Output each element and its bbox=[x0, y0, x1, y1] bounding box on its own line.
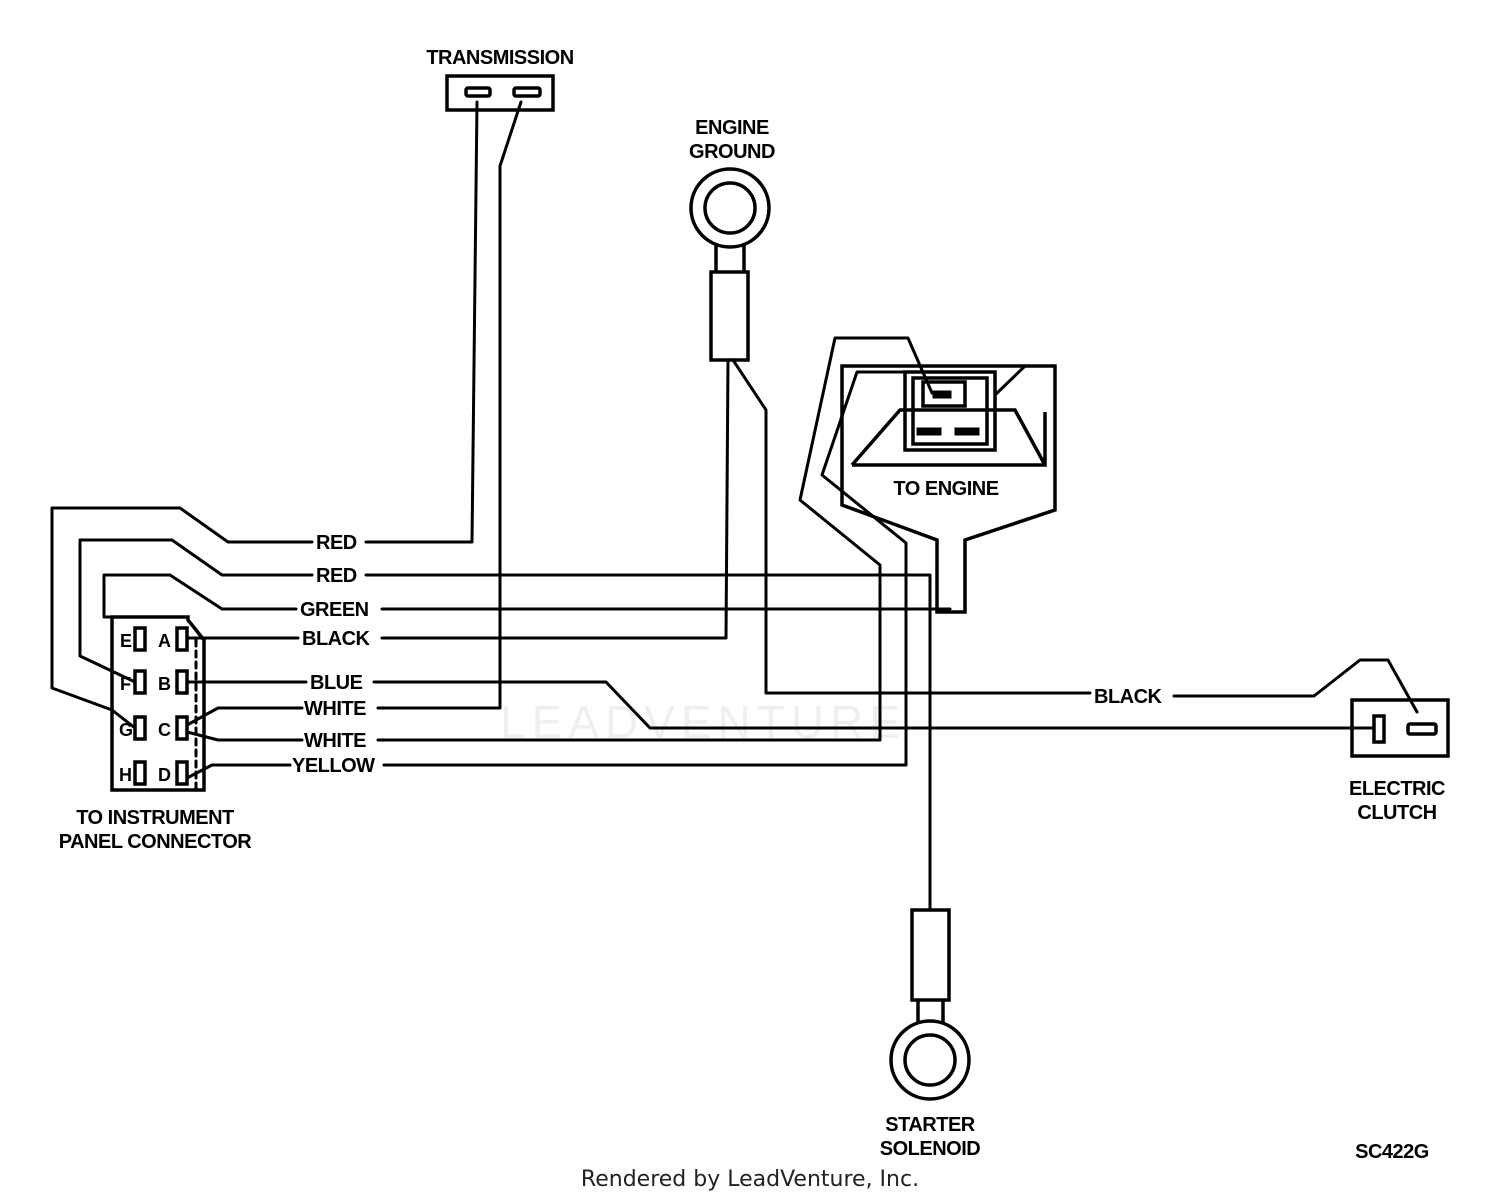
engine-ground-label-line1: ENGINE bbox=[695, 117, 769, 139]
wire-labels: RED RED GREEN BLACK BLUE WHITE WHITE YEL… bbox=[292, 532, 1163, 777]
part-number: SC422G bbox=[1355, 1141, 1429, 1163]
starter-solenoid-label-line1: STARTER bbox=[885, 1114, 976, 1136]
engine-connector-lead bbox=[993, 364, 1027, 397]
pin-label-c: C bbox=[158, 720, 171, 740]
wire-yellow bbox=[185, 370, 909, 780]
component-labels: TRANSMISSION ENGINE GROUND TO ENGINE ELE… bbox=[59, 47, 1446, 1160]
wire-white-2 bbox=[185, 336, 934, 742]
wire-red-2 bbox=[78, 538, 932, 912]
electric-clutch-label-line2: CLUTCH bbox=[1357, 802, 1436, 824]
wire-label-yellow: YELLOW bbox=[292, 755, 375, 777]
wire-white-1 bbox=[185, 100, 523, 727]
pin-label-h: H bbox=[119, 765, 132, 785]
wire-label-red-1: RED bbox=[316, 532, 357, 554]
wire-label-white-2: WHITE bbox=[304, 730, 366, 752]
transmission-connector bbox=[445, 74, 555, 112]
transmission-label: TRANSMISSION bbox=[426, 47, 573, 69]
wire-green bbox=[102, 573, 952, 619]
wire-black-1 bbox=[185, 358, 730, 640]
connector-pin-labels: E F G H A B C D bbox=[119, 631, 171, 785]
wire-label-green: GREEN bbox=[300, 599, 369, 621]
wire-label-black-2: BLACK bbox=[1094, 686, 1163, 708]
pin-label-f: F bbox=[120, 674, 131, 694]
pin-label-b: B bbox=[158, 674, 171, 694]
wire-label-blue: BLUE bbox=[310, 672, 363, 694]
wire-label-black-1: BLACK bbox=[302, 628, 371, 650]
wire-label-red-2: RED bbox=[316, 565, 357, 587]
engine-ground-label-line2: GROUND bbox=[689, 141, 775, 163]
engine-ground-terminal bbox=[689, 167, 771, 362]
wire-red-1 bbox=[50, 100, 479, 730]
pin-label-a: A bbox=[158, 631, 171, 651]
pin-label-e: E bbox=[120, 631, 132, 651]
instrument-panel-label-line2: PANEL CONNECTOR bbox=[59, 831, 253, 853]
footer-credit: Rendered by LeadVenture, Inc. bbox=[581, 1167, 919, 1192]
wire-blue bbox=[185, 680, 1376, 730]
pin-label-d: D bbox=[158, 765, 171, 785]
to-engine-label: TO ENGINE bbox=[893, 478, 998, 500]
wire-label-white-1: WHITE bbox=[304, 698, 366, 720]
electric-clutch-label-line1: ELECTRIC bbox=[1349, 778, 1445, 800]
starter-solenoid-label-line2: SOLENOID bbox=[880, 1138, 981, 1160]
instrument-panel-label-line1: TO INSTRUMENT bbox=[76, 807, 234, 829]
starter-solenoid-terminal bbox=[889, 908, 971, 1101]
engine-connector bbox=[840, 364, 1057, 614]
wire-black-2 bbox=[731, 358, 1419, 714]
